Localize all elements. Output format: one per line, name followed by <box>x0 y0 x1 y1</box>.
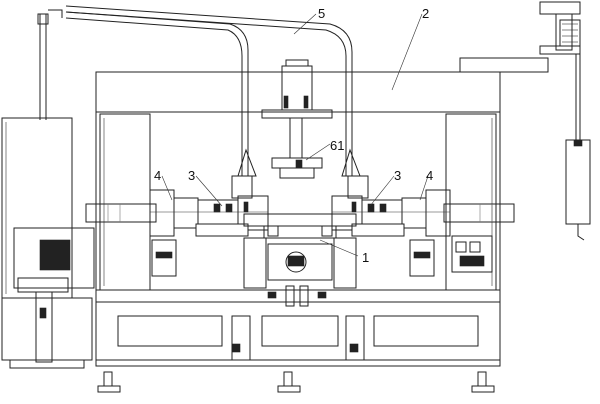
callout-5: 5 <box>318 6 325 21</box>
tubing <box>37 5 361 177</box>
right-clamp-assembly <box>331 175 515 277</box>
central-fixture <box>243 213 357 307</box>
control-box <box>451 235 493 273</box>
callout-4-left: 4 <box>154 168 161 183</box>
left-clamp-assembly <box>85 175 269 277</box>
central-cylinder <box>261 59 333 179</box>
left-cabinet <box>1 117 95 369</box>
callout-3-right: 3 <box>394 168 401 183</box>
machine-feet <box>97 371 495 393</box>
callout-3-left: 3 <box>188 168 195 183</box>
callout-1: 1 <box>362 250 369 265</box>
callout-61: 61 <box>330 138 344 153</box>
leader-lines <box>161 13 429 257</box>
top-right-arm <box>459 1 591 241</box>
callout-4-right: 4 <box>426 168 433 183</box>
callout-2: 2 <box>422 6 429 21</box>
base-frame <box>95 289 501 367</box>
